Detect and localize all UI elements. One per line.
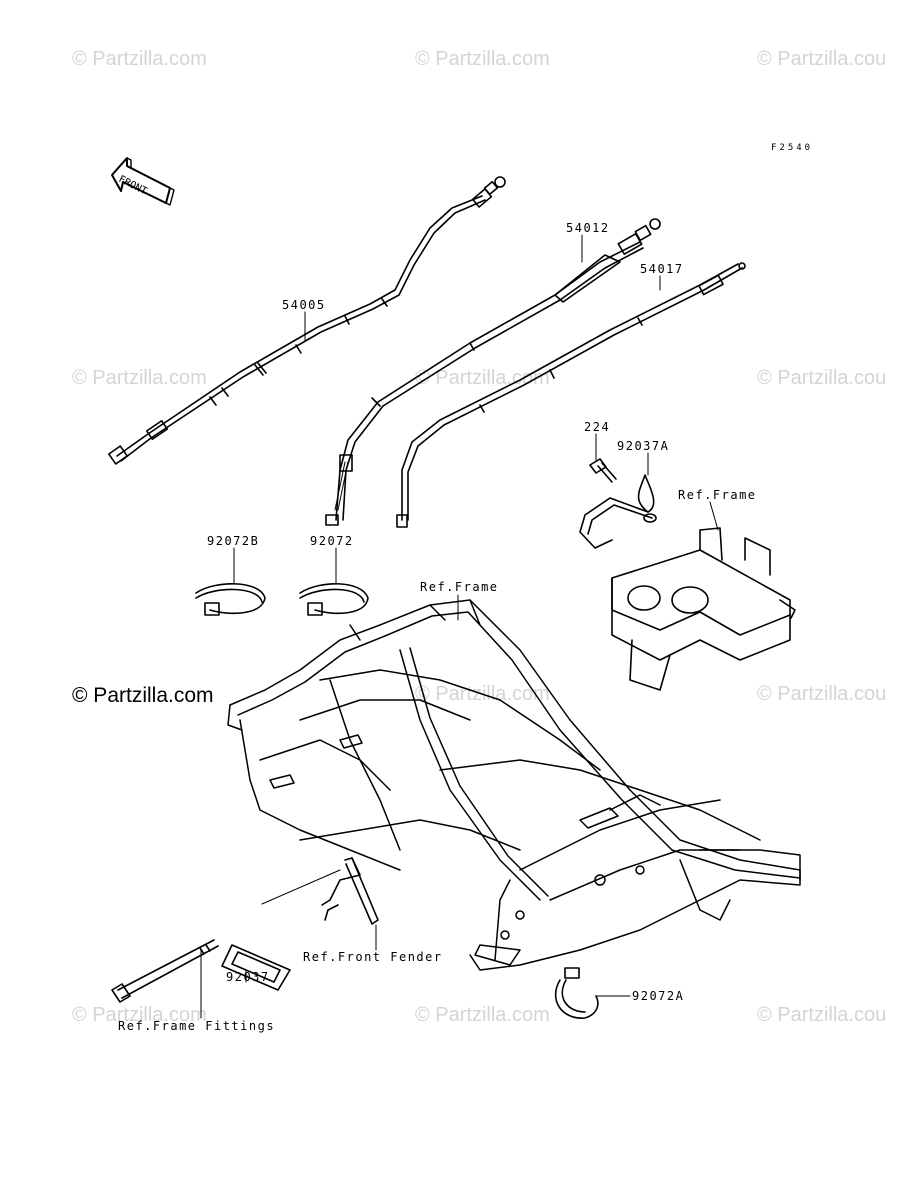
- strap-92072B-icon: [195, 583, 266, 616]
- watermark: © Partzilla.cou: [757, 1004, 887, 1026]
- handlebar-holder-icon: [611, 527, 796, 691]
- bolt-224-icon: [589, 458, 617, 483]
- front-label: FRONT: [117, 174, 149, 197]
- watermark: © Partzilla.com: [72, 48, 207, 70]
- label-ref-frame-top: Ref.Frame: [678, 488, 757, 502]
- label-ref-frame-fittings: Ref.Frame Fittings: [118, 1019, 276, 1033]
- long-bolt-icon: [111, 939, 219, 1003]
- label-54017: 54017: [640, 262, 684, 276]
- strap-92072A-icon: [554, 967, 599, 1019]
- label-92072: 92072: [310, 534, 354, 548]
- watermark: © Partzilla.cou: [757, 683, 887, 705]
- watermark: © Partzilla.com: [72, 1004, 207, 1026]
- label-92072A: 92072A: [632, 989, 685, 1003]
- watermark: © Partzilla.com: [415, 367, 550, 389]
- diagram-code: F2540: [771, 143, 814, 153]
- strap-92072-icon: [299, 583, 369, 616]
- fender-bracket-icon: [321, 857, 379, 925]
- watermark: © Partzilla.com: [415, 48, 550, 70]
- front-arrow-icon: FRONT: [111, 157, 175, 206]
- label-92037A: 92037A: [617, 439, 670, 453]
- frame-icon: [227, 599, 801, 971]
- watermark: © Partzilla.com: [415, 1004, 550, 1026]
- label-92072B: 92072B: [207, 534, 260, 548]
- label-224: 224: [584, 420, 611, 434]
- label-54012: 54012: [566, 221, 610, 235]
- label-ref-front-fender: Ref.Front Fender: [303, 950, 443, 964]
- clip-92037A-icon: [579, 474, 657, 549]
- label-92037: 92037: [226, 970, 270, 984]
- label-ref-frame-mid: Ref.Frame: [420, 580, 499, 594]
- cable-54005: [108, 176, 506, 465]
- watermark-main: © Partzilla.com: [72, 684, 214, 707]
- leader-lines: [200, 234, 719, 1019]
- watermark: © Partzilla.com: [72, 367, 207, 389]
- watermark: © Partzilla.cou: [757, 48, 887, 70]
- plate-92037-icon: [221, 944, 291, 991]
- label-54005: 54005: [282, 298, 326, 312]
- cable-54017: [396, 262, 746, 528]
- cable-54012: [325, 218, 661, 526]
- watermark: © Partzilla.cou: [757, 367, 887, 389]
